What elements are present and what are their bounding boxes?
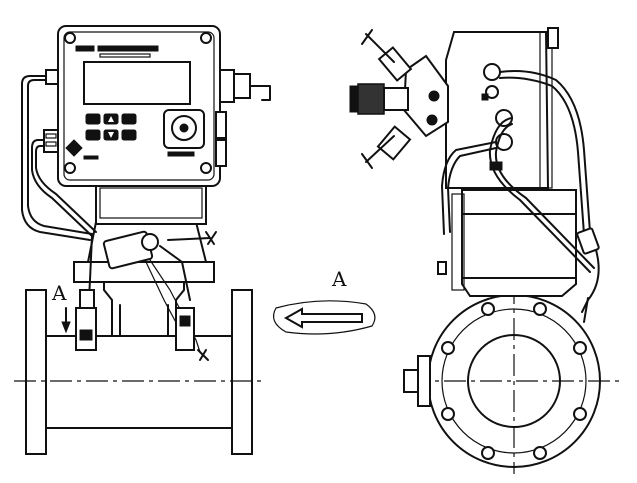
bolt-holes <box>441 302 587 460</box>
cable-gland-icon <box>483 63 501 81</box>
round-flange <box>403 210 622 474</box>
cables <box>21 75 97 241</box>
screw-icon <box>200 162 212 174</box>
side-connectors <box>215 69 271 167</box>
electronic-unit <box>57 25 221 187</box>
side-cables <box>441 70 600 323</box>
probes <box>75 289 195 351</box>
view-marker-left: A <box>51 281 71 334</box>
right-flange <box>231 289 253 455</box>
side-housing <box>445 27 559 189</box>
left-connectors <box>43 69 59 153</box>
logo-mark-icon <box>65 139 83 157</box>
arrow-cloud <box>273 300 376 335</box>
lcd-display <box>83 61 191 105</box>
view-direction-arrow-icon <box>283 307 363 329</box>
left-flange <box>25 289 47 455</box>
view-label-left: A <box>51 281 67 305</box>
valve-manifold <box>349 29 449 169</box>
view-arrow-group: A <box>273 267 376 335</box>
screw-icon <box>64 162 76 174</box>
screw-icon <box>200 32 212 44</box>
side-view <box>349 27 622 474</box>
side-neck <box>437 189 577 297</box>
sensor-assembly <box>87 230 217 361</box>
front-view: A <box>14 25 271 455</box>
screw-icon <box>64 32 76 44</box>
keypad <box>85 113 137 141</box>
view-label-arrow: A <box>331 267 347 291</box>
pipe-body <box>14 289 262 455</box>
